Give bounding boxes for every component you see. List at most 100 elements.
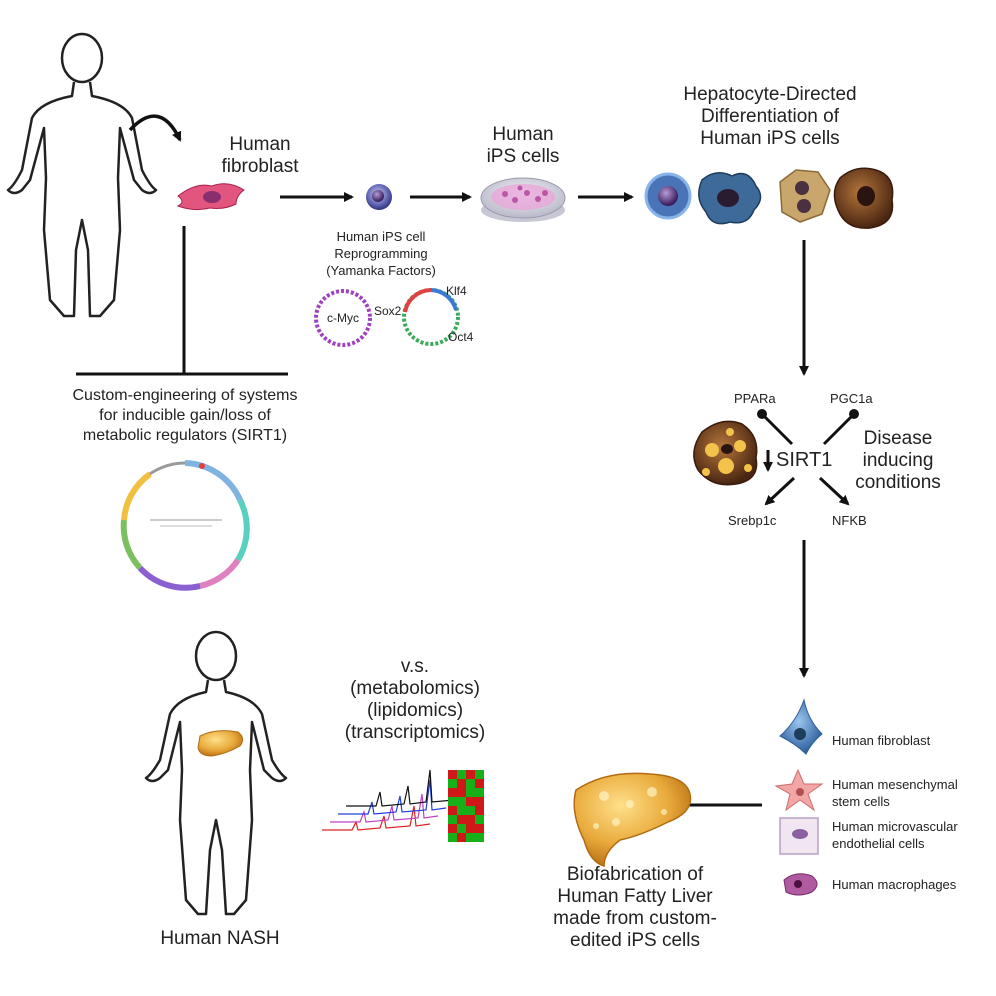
label-line: Human [492, 124, 554, 145]
label-sirt1: SIRT1 [776, 449, 833, 471]
heatmap-cell [448, 824, 457, 833]
heatmap-cell [466, 806, 475, 815]
label-omics: v.s. (metabolomics) (lipidomics) (transc… [330, 656, 500, 744]
label-klf4: Klf4 [446, 284, 467, 298]
fatty-liver-icon [573, 772, 692, 867]
label-line: Differentiation of [700, 106, 839, 127]
heatmap-cell [466, 770, 475, 779]
label-line: Human mesenchymal [832, 777, 958, 792]
label-line: edited iPS cells [570, 930, 700, 951]
label-oct4: Oct4 [448, 330, 474, 344]
heatmap-cell [457, 806, 466, 815]
heatmap-cell [466, 815, 475, 824]
label-reprogramming: Human iPS cell Reprogramming (Yamanka Fa… [306, 228, 456, 279]
label-line: Human [229, 134, 291, 155]
spectra-chart-icon [322, 769, 455, 831]
heatmap-cell [466, 824, 475, 833]
heatmap-cell [466, 779, 475, 788]
label-line: Human Fatty Liver [557, 886, 713, 907]
label-cell-mesenchymal: Human mesenchymal stem cells [832, 776, 958, 810]
plasmid-factors-icon [402, 288, 460, 346]
label-line: Custom-engineering of systems [72, 387, 298, 404]
label-line: inducing [862, 450, 934, 471]
heatmap-cell [457, 788, 466, 797]
label-cell-macrophages: Human macrophages [832, 877, 957, 892]
blue-fibroblast-icon [779, 698, 823, 755]
label-line: iPS cells [486, 146, 560, 167]
differentiation-cell-series [644, 167, 894, 229]
label-line: Human iPS cells [700, 128, 840, 149]
label-line: Reprogramming [334, 246, 428, 261]
label-line: Human microvascular [832, 819, 958, 834]
label-human-nash: Human NASH [160, 928, 280, 949]
heatmap-icon [448, 770, 484, 842]
label-line: (Yamanka Factors) [326, 263, 436, 278]
fatty-hepatocyte-icon [693, 420, 758, 486]
heatmap-cell [475, 833, 484, 842]
ppara-node-dot [757, 409, 767, 419]
label-cell-fibroblast: Human fibroblast [832, 733, 931, 748]
heatmap-cell [475, 824, 484, 833]
heatmap-cell [475, 806, 484, 815]
label-ppara: PPARa [734, 391, 776, 406]
macrophage-icon [783, 873, 818, 896]
label-human-ips-cells: Human iPS cells [468, 124, 578, 168]
label-line: v.s. [400, 656, 430, 677]
label-custom-engineering: Custom-engineering of systems for induci… [30, 386, 340, 446]
heatmap-cell [457, 824, 466, 833]
heatmap-cell [457, 779, 466, 788]
label-line: Human iPS cell [336, 229, 426, 244]
heatmap-cell [475, 770, 484, 779]
label-biofabrication: Biofabrication of Human Fatty Liver made… [540, 864, 730, 952]
label-line: Disease [863, 428, 933, 449]
endothelial-cell-icon [779, 817, 819, 855]
heatmap-cell [475, 779, 484, 788]
ips-cell-icon [366, 184, 392, 210]
label-line: (metabolomics) [350, 678, 480, 699]
label-cell-microvascular: Human microvascular endothelial cells [832, 818, 958, 852]
heatmap-cell [448, 797, 457, 806]
label-human-fibroblast: Human fibroblast [196, 134, 324, 178]
label-line: metabolic regulators (SIRT1) [82, 427, 288, 444]
pathway-arrows [762, 414, 854, 506]
petri-dish-icon [480, 177, 566, 222]
heatmap-cell [448, 779, 457, 788]
label-line: (transcriptomics) [344, 722, 486, 743]
label-line: (lipidomics) [366, 700, 464, 721]
label-line: Hepatocyte-Directed [683, 84, 857, 105]
heatmap-cell [457, 797, 466, 806]
label-line: Biofabrication of [566, 864, 704, 885]
label-line: stem cells [832, 794, 890, 809]
label-c-myc: c-Myc [327, 311, 359, 325]
label-nfkb: NFKB [832, 513, 867, 528]
curved-arrow [128, 114, 182, 142]
small-liver-icon [197, 730, 244, 757]
label-srebp1c: Srebp1c [728, 513, 777, 528]
heatmap-cell [466, 788, 475, 797]
heatmap-cell [475, 788, 484, 797]
human-nash-outline [144, 630, 288, 916]
label-line: conditions [855, 472, 941, 493]
connector-line-left [76, 226, 288, 376]
pgc1a-node-dot [849, 409, 859, 419]
label-pgc1a: PGC1a [830, 391, 873, 406]
label-line: for inducible gain/loss of [99, 407, 271, 424]
fibroblast-cell-icon [176, 183, 245, 211]
heatmap-cell [448, 815, 457, 824]
label-line: endothelial cells [832, 836, 925, 851]
heatmap-cell [457, 815, 466, 824]
label-hepatocyte-differentiation: Hepatocyte-Directed Differentiation of H… [660, 84, 880, 150]
heatmap-cell [466, 833, 475, 842]
label-line: fibroblast [221, 156, 299, 177]
label-sox2: Sox2 [374, 304, 402, 318]
heatmap-cell [448, 806, 457, 815]
heatmap-cell [466, 797, 475, 806]
plasmid-map-icon [120, 460, 250, 591]
heatmap-cell [475, 797, 484, 806]
heatmap-cell [475, 815, 484, 824]
heatmap-cell [448, 833, 457, 842]
label-line: made from custom- [553, 908, 717, 929]
heatmap-cell [457, 770, 466, 779]
heatmap-cell [448, 788, 457, 797]
